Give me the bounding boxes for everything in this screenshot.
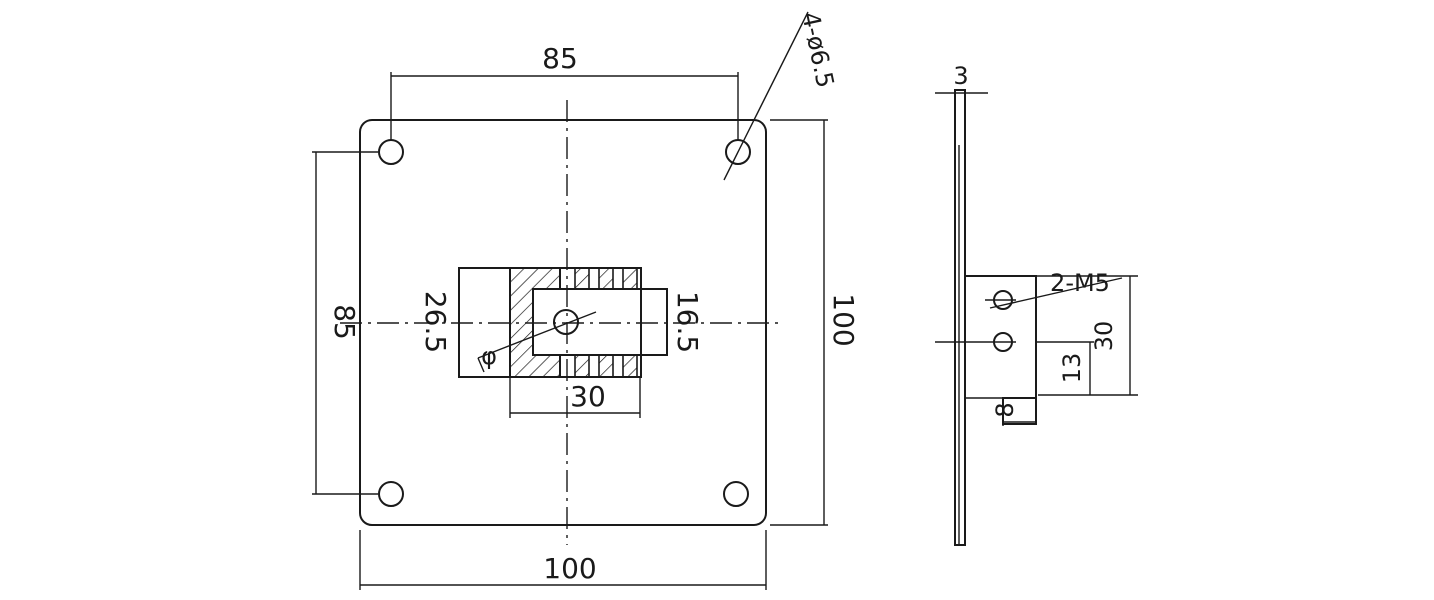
center-pin-hole [553,309,579,335]
bracket-hatch-bot-2 [598,354,614,378]
dim-tab-height: 30 [1090,321,1118,352]
dim-slot-width: 30 [570,380,606,413]
dim-left-hole-spacing: 85 [328,304,361,340]
mounting-hole-bottom-left [378,481,404,507]
hole-callout-leader [723,11,809,181]
dim-center-height: 26.5 [419,291,452,353]
dim-top-hole-spacing: 85 [542,42,578,75]
bracket-hatch-top-2 [598,267,614,290]
central-bracket [458,267,668,378]
phi-symbol: φ [481,342,497,370]
dim-thickness: 3 [953,62,968,90]
bracket-hatch-bot-3 [622,354,638,378]
side-plate [954,89,966,546]
bracket-hatch-top-1 [574,267,590,290]
dim-bottom-width: 100 [543,552,596,585]
dim-hole-height: 13 [1058,353,1086,384]
hole-callout: 4-ø6.5 [796,9,839,90]
bracket-hatch-bot-1 [574,354,590,378]
phi-leader-line [477,311,597,359]
side-view: 3 2-M5 30 13 8 [935,62,1138,546]
front-view: 85 85 100 100 26.5 16.5 30 φ 4-ø6.5 [312,9,860,590]
dim-slot-height: 16.5 [671,291,704,353]
phi-leader-tick [477,357,485,373]
mounting-hole-bottom-right [723,481,749,507]
mounting-hole-top-left [378,139,404,165]
thread-callout-leader [989,277,1123,309]
dim-right-height: 100 [827,293,860,346]
bracket-hatch-top-3 [622,267,638,290]
thread-callout: 2-M5 [1050,269,1110,297]
dim-tab-width: 8 [991,402,1019,417]
